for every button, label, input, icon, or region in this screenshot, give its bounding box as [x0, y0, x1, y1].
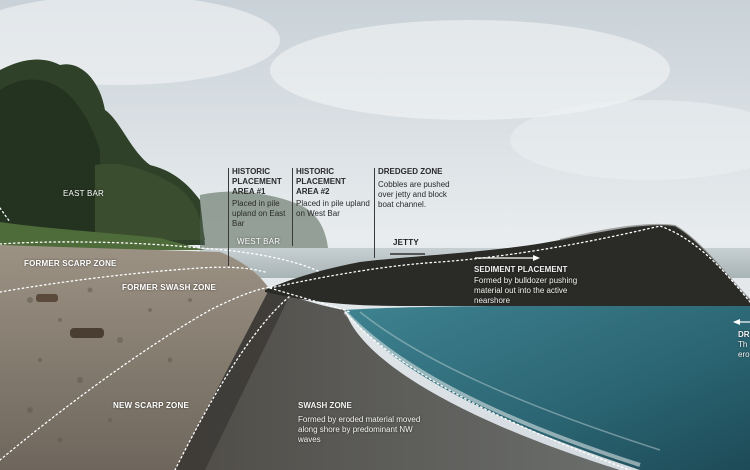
label-new-scarp-zone: NEW SCARP ZONE [113, 401, 189, 410]
annotation-swash-body: Formed by eroded material moved along sh… [298, 415, 421, 444]
annotation-drift-partial: DR Th ero [738, 330, 750, 360]
annotation-drift-body-2: ero [738, 350, 750, 359]
leader-line-historic-1 [228, 168, 229, 266]
annotation-drift-body-1: Th [738, 340, 748, 349]
annotation-historic-1-body: Placed in pile upland on East Bar [232, 199, 286, 228]
annotation-sediment-body: Formed by bulldozer pushing material out… [474, 276, 578, 305]
label-former-swash-zone: FORMER SWASH ZONE [122, 283, 217, 292]
annotation-sediment: SEDIMENT PLACEMENT Formed by bulldozer p… [474, 265, 594, 306]
annotation-historic-2-body: Placed in pile upland on West Bar [296, 199, 370, 218]
annotation-historic-2: HISTORIC PLACEMENT AREA #2 Placed in pil… [296, 167, 372, 219]
annotation-historic-1: HISTORIC PLACEMENT AREA #1 Placed in pil… [232, 167, 290, 229]
label-jetty: JETTY [393, 238, 419, 247]
annotation-dredged-title: DREDGED ZONE [378, 167, 443, 176]
leader-line-historic-2 [292, 168, 293, 246]
annotation-drift-title: DR [738, 330, 750, 339]
annotation-historic-1-title: HISTORIC PLACEMENT AREA #1 [232, 167, 282, 196]
label-former-scarp-zone: FORMER SCARP ZONE [24, 259, 117, 268]
annotation-historic-2-title: HISTORIC PLACEMENT AREA #2 [296, 167, 346, 196]
annotation-dredged: DREDGED ZONE Cobbles are pushed over jet… [378, 167, 456, 210]
annotation-dredged-body: Cobbles are pushed over jetty and block … [378, 180, 450, 209]
annotation-swash: SWASH ZONE Formed by eroded material mov… [298, 401, 428, 445]
leader-line-dredged [374, 168, 375, 258]
label-east-bar: EAST BAR [63, 189, 105, 198]
label-west-bar: WEST BAR [237, 237, 281, 246]
annotation-swash-title: SWASH ZONE [298, 401, 352, 410]
annotation-sediment-title: SEDIMENT PLACEMENT [474, 265, 568, 274]
